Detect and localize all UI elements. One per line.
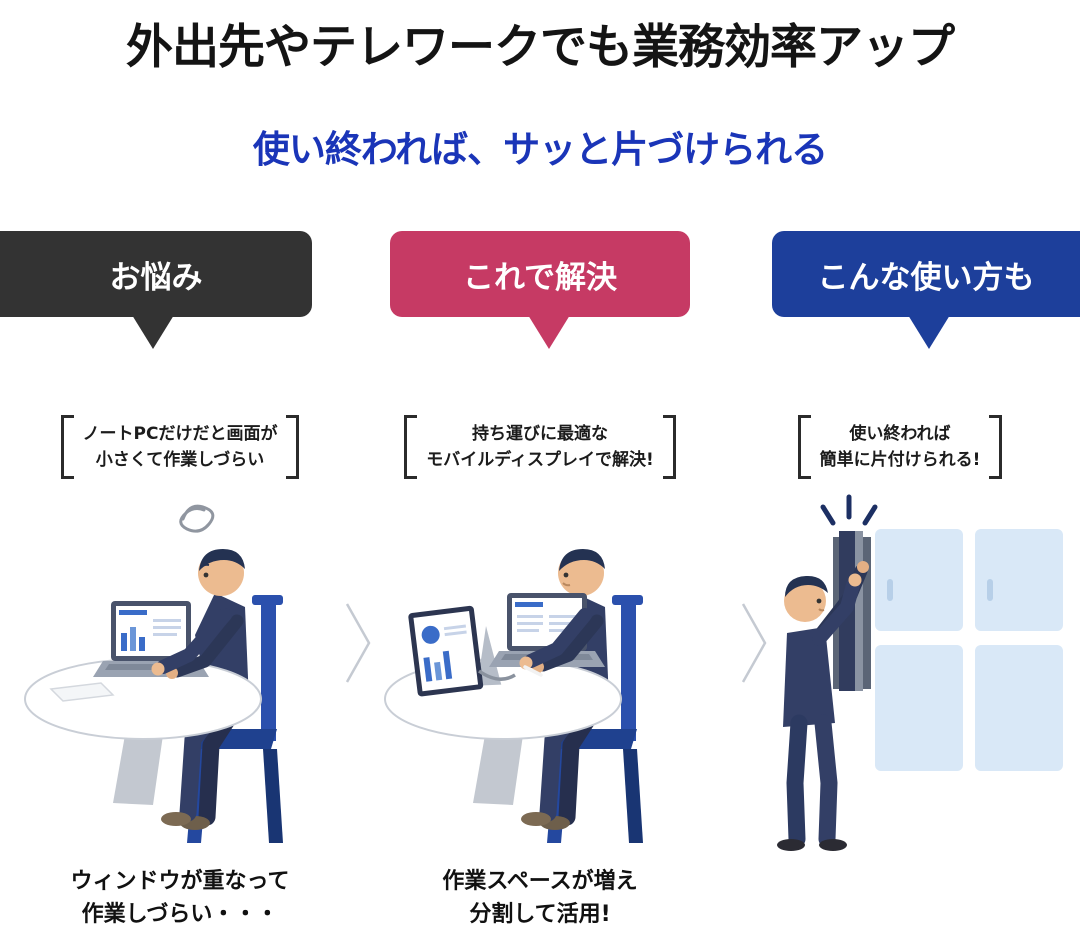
caption-line: 持ち運びに最適な xyxy=(472,423,608,444)
tab-solution-tail-icon xyxy=(528,315,570,349)
bottom-line: 作業スペースが増え xyxy=(442,869,638,894)
tabs-row: お悩み これで解決 こんな使い方も xyxy=(0,231,1080,353)
tab-problem: お悩み xyxy=(0,231,312,317)
illustration-problem xyxy=(0,483,360,863)
tab-col-solution: これで解決 xyxy=(360,231,720,353)
chevron-right-icon xyxy=(345,603,371,683)
tab-col-problem: お悩み xyxy=(0,231,360,353)
tab-usage: こんな使い方も xyxy=(772,231,1080,317)
caption-solution-text: 持ち運びに最適な モバイルディスプレイで解決! xyxy=(426,421,654,474)
left-bracket-icon xyxy=(60,415,74,479)
laptop-icon xyxy=(93,601,209,677)
page-subtitle: 使い終われば、サッと片づけられる xyxy=(252,128,828,171)
frustration-scribble-icon xyxy=(179,504,215,533)
caption-problem-text: ノートPCだけだと画面が 小さくて作業しづらい xyxy=(83,421,278,474)
man-frustrated-at-small-laptop-illustration xyxy=(24,504,283,843)
tab-usage-tail-icon xyxy=(908,315,950,349)
bottom-captions-row: ウィンドウが重なって 作業しづらい・・・ 作業スペースが増え 分割して活用! xyxy=(0,865,1080,931)
chevron-right-icon xyxy=(741,603,767,683)
bottom-caption-solution: 作業スペースが増え 分割して活用! xyxy=(360,865,720,931)
caption-usage-text: 使い終われば 簡単に片付けられる! xyxy=(820,421,981,474)
tab-problem-tail-icon xyxy=(132,315,174,349)
caption-line: ノートPCだけだと画面が xyxy=(82,423,278,444)
right-bracket-icon xyxy=(286,415,300,479)
paper xyxy=(49,682,115,702)
pen-icon xyxy=(523,665,543,677)
caption-line: モバイルディスプレイで解決! xyxy=(426,450,654,470)
tab-col-usage: こんな使い方も xyxy=(720,231,1080,353)
cable xyxy=(477,669,516,681)
illustration-usage xyxy=(720,483,1080,863)
captions-row: ノートPCだけだと画面が 小さくて作業しづらい 持ち運びに最適な モバイルディス… xyxy=(0,415,1080,479)
caption-solution: 持ち運びに最適な モバイルディスプレイで解決! xyxy=(360,415,720,479)
tab-solution: これで解決 xyxy=(390,231,690,317)
bottom-caption-problem: ウィンドウが重なって 作業しづらい・・・ xyxy=(0,865,360,931)
arms xyxy=(151,608,244,679)
caption-line: 使い終われば xyxy=(849,423,951,444)
right-bracket-icon xyxy=(989,415,1003,479)
man-storing-display-in-cabinet-illustration xyxy=(777,494,1065,851)
table xyxy=(24,658,262,805)
right-bracket-icon xyxy=(662,415,676,479)
caption-line: 簡単に片付けられる! xyxy=(819,450,981,470)
bottom-line: 分割して活用! xyxy=(469,902,611,927)
caption-usage: 使い終われば 簡単に片付けられる! xyxy=(720,415,1080,479)
left-bracket-icon xyxy=(404,415,418,479)
bottom-line: ウィンドウが重なって xyxy=(70,869,290,894)
man-with-laptop-and-mobile-display-illustration xyxy=(384,549,643,843)
person xyxy=(777,561,869,851)
caption-line: 小さくて作業しづらい xyxy=(95,450,265,470)
motion-lines-icon xyxy=(820,494,878,526)
left-bracket-icon xyxy=(797,415,811,479)
page-title: 外出先やテレワークでも業務効率アップ xyxy=(126,20,955,75)
arms xyxy=(519,608,604,677)
caption-problem: ノートPCだけだと画面が 小さくて作業しづらい xyxy=(0,415,360,479)
mobile-display-icon xyxy=(408,605,502,697)
illustrations-row xyxy=(0,483,1080,863)
illustration-solution xyxy=(360,483,720,863)
bottom-caption-usage xyxy=(720,865,1080,931)
bottom-line: 作業しづらい・・・ xyxy=(81,902,279,927)
